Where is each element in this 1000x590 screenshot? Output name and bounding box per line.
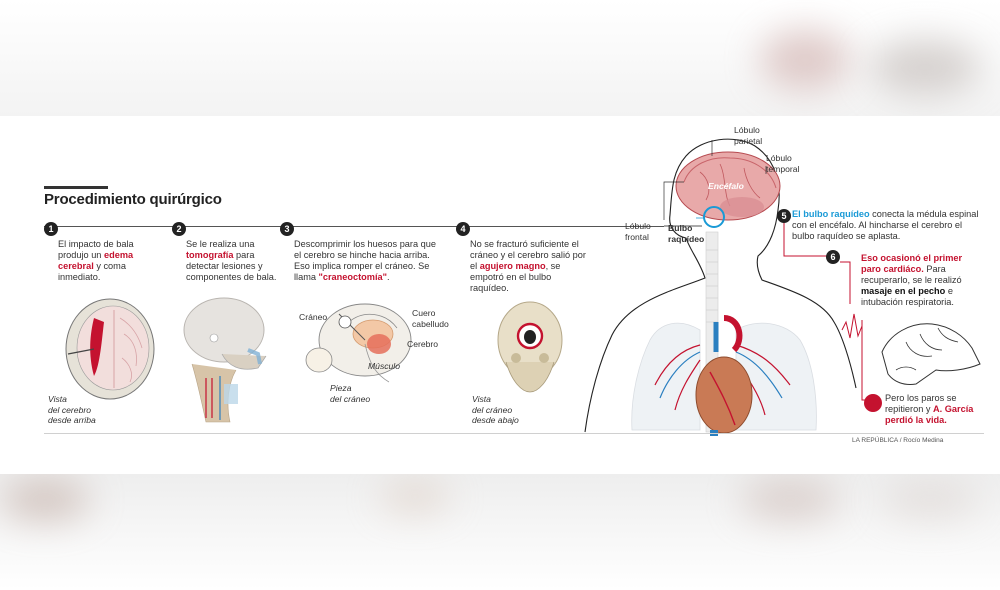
craniectomy-diagram xyxy=(305,303,412,383)
label-line: frontal xyxy=(625,231,649,242)
label-line: temporal xyxy=(766,163,800,174)
step-2-text-b: para detectar lesiones y componentes de … xyxy=(186,250,277,282)
blur-shape xyxy=(380,482,450,512)
step-2-badge: 2 xyxy=(172,222,186,236)
step-6-text: Eso ocasionó el primer paro cardiáco. Pa… xyxy=(861,253,983,308)
label-line: parietal xyxy=(734,135,763,146)
timeline-line xyxy=(44,226,664,227)
step-5-badge: 5 xyxy=(777,209,791,223)
caption-line: Vista xyxy=(48,394,67,404)
caption-line: Vista xyxy=(472,394,491,404)
step-7-badge: 7 xyxy=(864,394,882,412)
step-4-text-a: No se fracturó suficiente el cráneo y el… xyxy=(470,239,586,271)
step-3-text-a: Descomprimir los huesos para que el cere… xyxy=(294,239,436,282)
step-5-text: El bulbo raquídeo conecta la médula espi… xyxy=(792,209,982,242)
label-line: cabelludo xyxy=(412,318,449,329)
label-line: Lóbulo xyxy=(734,125,760,135)
label-cerebro: Cerebro xyxy=(407,339,439,349)
infographic-panel xyxy=(0,116,1000,474)
credit-line: LA REPÚBLICA / Rocío Medina xyxy=(852,437,944,444)
step-4-badge: 4 xyxy=(456,222,470,236)
step-1-text-b: y coma inmediato. xyxy=(58,261,126,282)
label-line: del cráneo xyxy=(330,393,371,404)
label-musculo: Músculo xyxy=(368,361,400,371)
brain-top-view-image xyxy=(65,298,155,400)
chest-massage-image xyxy=(881,323,981,385)
label-line: Bulbo xyxy=(668,223,693,233)
caption-line: desde abajo xyxy=(472,415,519,425)
step-2-text-a: Se le realiza una xyxy=(186,239,255,249)
step-7-highlight: A. García perdió la vida. xyxy=(885,404,974,425)
step-1-text-a: El impacto de bala produjo un xyxy=(58,239,134,260)
step-1-text: El impacto de bala produjo un edema cere… xyxy=(58,239,160,283)
label-lobulo-frontal: Lóbulo frontal xyxy=(625,221,651,242)
step-5-text-b: conecta la médula espinal con el encéfal… xyxy=(792,209,979,241)
step-6-text-c: e intubación respiratoria. xyxy=(861,286,954,307)
skull-bottom-view-image xyxy=(497,301,563,393)
label-line: Lóbulo xyxy=(625,221,651,231)
step-4-caption: Vista del cráneo desde abajo xyxy=(472,394,519,426)
blur-shape xyxy=(740,480,840,520)
title-bar xyxy=(44,186,108,189)
step-7-text: Pero los paros se repitieron y A. García… xyxy=(885,393,981,426)
blur-shape xyxy=(870,40,980,95)
blur-shape xyxy=(760,30,850,90)
label-encefalo: Encéfalo xyxy=(708,181,744,191)
background-top xyxy=(0,0,1000,116)
label-bulbo-raquideo: Bulbo raquídeo xyxy=(668,223,704,244)
step-1-caption: Vista del cerebro desde arriba xyxy=(48,394,96,426)
step-4-highlight: agujero magno xyxy=(479,261,546,271)
blur-shape xyxy=(0,480,90,520)
step-1-badge: 1 xyxy=(44,222,58,236)
label-lobulo-parietal: Lóbulo parietal xyxy=(734,125,762,146)
step-6-text-b: Para recuperarlo, se le realizó xyxy=(861,264,962,285)
label-cuero: Cuero cabelludo xyxy=(412,308,449,329)
step-6-highlight: Eso ocasionó el primer paro cardiáco. xyxy=(861,253,963,274)
step-3-text: Descomprimir los huesos para que el cere… xyxy=(294,239,440,283)
step-4-text-b: , se empotró en el bulbo raquídeo. xyxy=(470,261,561,293)
step-3-badge: 3 xyxy=(280,222,294,236)
label-line: raquídeo xyxy=(668,233,705,244)
step-2-text: Se le realiza una tomografía para detect… xyxy=(186,239,278,283)
page-title: Procedimiento quirúrgico xyxy=(44,191,222,208)
step-4-text: No se fracturó suficiente el cráneo y el… xyxy=(470,239,592,294)
tomography-skull-image xyxy=(183,297,267,423)
step-1-highlight: edema cerebral xyxy=(58,250,134,271)
step-5-highlight: El bulbo raquídeo xyxy=(792,209,870,219)
label-lobulo-temporal: Lóbulo temporal xyxy=(766,153,799,174)
label-pieza: Pieza del cráneo xyxy=(330,383,370,404)
caption-line: desde arriba xyxy=(48,415,96,425)
blur-shape xyxy=(880,482,980,518)
label-line: Cuero xyxy=(412,308,436,318)
step-6-strong: masaje en el pecho xyxy=(861,286,946,296)
label-line: Pieza xyxy=(330,383,352,393)
step-3-text-b: . xyxy=(386,272,390,282)
label-line: Lóbulo xyxy=(766,153,792,163)
step-7-text-a: Pero los paros se repitieron y xyxy=(885,393,957,414)
background-bottom xyxy=(0,474,1000,590)
step-3-highlight: "craneoctomía" xyxy=(318,272,387,282)
caption-line: del cráneo xyxy=(472,404,513,415)
step-2-highlight: tomografía xyxy=(186,250,234,260)
label-craneo: Cráneo xyxy=(299,312,328,322)
caption-line: del cerebro xyxy=(48,404,91,415)
bottom-rule xyxy=(44,433,984,434)
step-6-badge: 6 xyxy=(826,250,840,264)
